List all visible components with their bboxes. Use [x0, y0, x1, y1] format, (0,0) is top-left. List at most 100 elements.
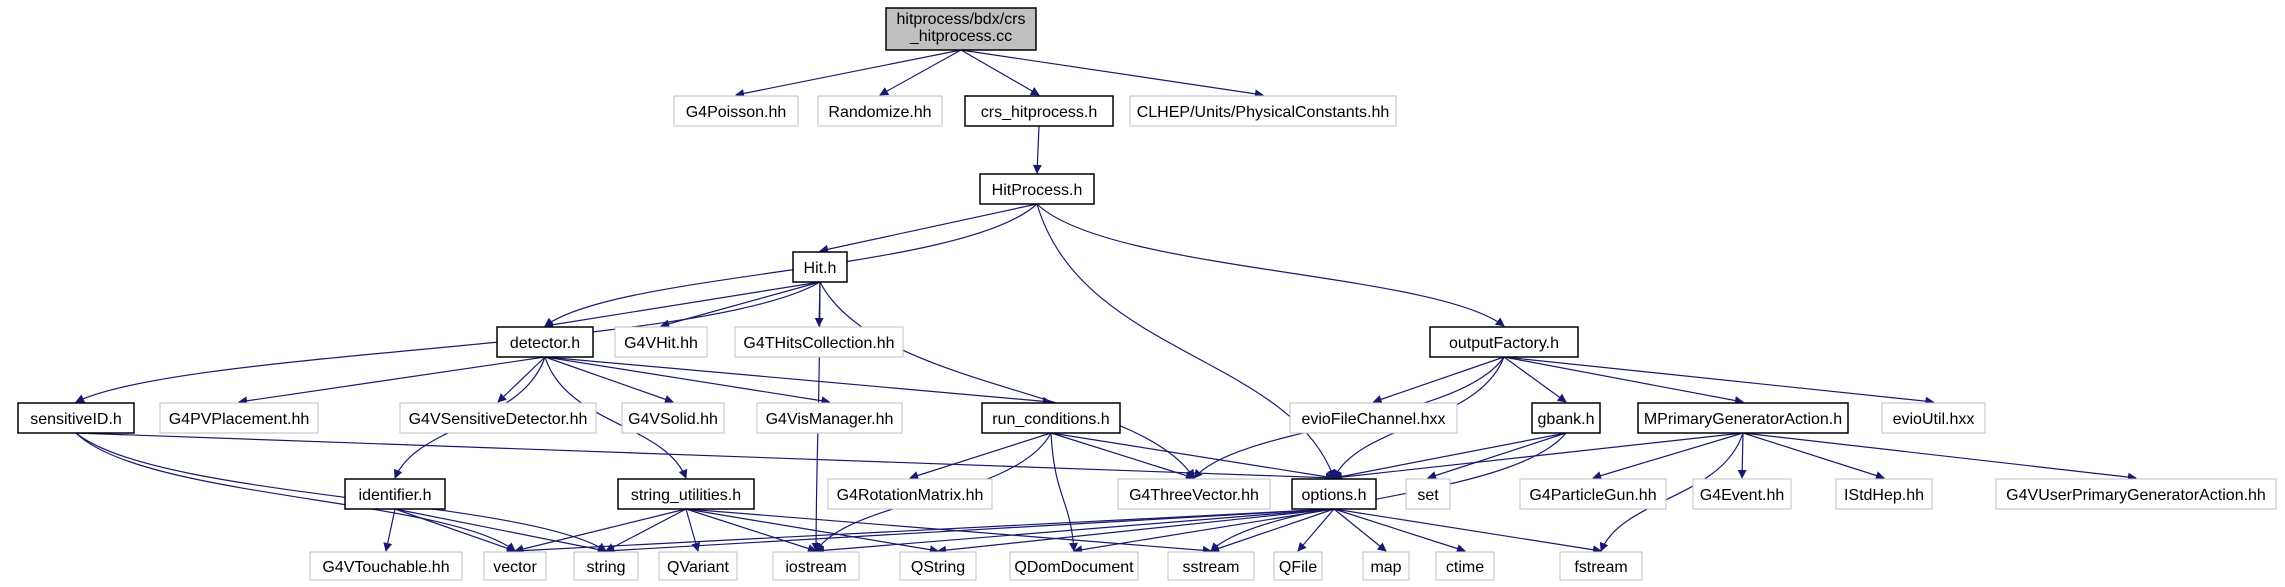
node-label-string_utilities_h: string_utilities.h [631, 487, 741, 504]
node-outputfactory_h[interactable]: outputFactory.h [1429, 326, 1579, 358]
edge-detector_h-to-g4pvplacement [238, 356, 546, 406]
node-label-root-line-1: hitprocess/bdx/crs [897, 11, 1026, 28]
node-detector_h[interactable]: detector.h [496, 326, 594, 358]
node-label-crs_hitprocess_h: crs_hitprocess.h [981, 104, 1098, 121]
node-hitprocess_h[interactable]: HitProcess.h [979, 173, 1095, 205]
node-vector: vector [483, 551, 547, 581]
node-g4vtouchable: G4VTouchable.hh [309, 551, 463, 581]
node-g4event: G4Event.hh [1692, 478, 1792, 510]
node-box-g4vismanager [756, 402, 903, 434]
node-box-qvariant [658, 551, 738, 581]
edge-outputfactory_h-to-mprimarygeneratoraction_h [1503, 356, 1744, 405]
edge-options_h-to-iostream [815, 508, 1335, 555]
node-qfile: QFile [1273, 551, 1323, 581]
node-identifier_h[interactable]: identifier.h [344, 478, 446, 510]
edge-options_h-to-string [605, 508, 1335, 556]
node-label-iostream: iostream [785, 559, 846, 576]
node-g4particlegun: G4ParticleGun.hh [1519, 478, 1667, 510]
node-run_conditions_h[interactable]: run_conditions.h [981, 402, 1121, 434]
node-string_utilities_h[interactable]: string_utilities.h [617, 478, 755, 510]
node-box-string_utilities_h [617, 478, 755, 510]
node-hit_h[interactable]: Hit.h [792, 251, 848, 283]
node-sensitiveid_h[interactable]: sensitiveID.h [17, 402, 135, 434]
node-box-g4pvplacement [159, 402, 319, 434]
edge-detector_h-to-g4vismanager [544, 356, 831, 406]
node-g4vsolid: G4VSolid.hh [621, 402, 725, 434]
edge-detector_h-to-string_utilities_h [544, 356, 688, 479]
edge-detector_h-to-g4vsolid [544, 356, 674, 404]
edge-sensitiveid_h-to-options_h [75, 432, 1335, 483]
node-evioutil: evioUtil.hxx [1881, 402, 1986, 434]
node-box-map [1362, 551, 1410, 581]
node-box-g4vhit [614, 326, 708, 358]
node-sstream: sstream [1167, 551, 1255, 581]
node-g4threevector: G4ThreeVector.hh [1117, 478, 1271, 510]
node-label-g4event: G4Event.hh [1700, 487, 1785, 504]
node-g4poisson: G4Poisson.hh [673, 95, 799, 127]
node-set: set [1405, 478, 1451, 510]
node-label-qfile: QFile [1279, 559, 1317, 576]
edge-identifier_h-to-string [394, 508, 607, 554]
node-box-evioutil [1881, 402, 1986, 434]
edge-root-to-crs_hitprocess_h [960, 49, 1040, 96]
node-qstring: QString [899, 551, 977, 581]
node-box-clhep_units [1129, 95, 1397, 127]
node-eviofilechannel: evioFileChannel.hxx [1289, 402, 1458, 434]
node-box-hitprocess_h [979, 173, 1095, 205]
node-options_h[interactable]: options.h [1291, 478, 1377, 510]
node-crs_hitprocess_h[interactable]: crs_hitprocess.h [964, 95, 1114, 127]
node-iostream: iostream [772, 551, 860, 581]
edge-options_h-to-vector [514, 508, 1335, 556]
node-box-qstring [899, 551, 977, 581]
node-box-options_h [1291, 478, 1377, 510]
edge-options_h-to-qfile [1297, 508, 1335, 552]
node-gbank_h[interactable]: gbank.h [1531, 402, 1601, 434]
edge-crs_hitprocess_h-to-hitprocess_h [1032, 125, 1042, 174]
edge-sensitiveid_h-to-vector [75, 432, 516, 552]
edge-identifier_h-to-g4vtouchable [383, 508, 396, 552]
edge-hitprocess_h-to-hit_h [819, 203, 1038, 254]
edge-hit_h-to-sensitiveid_h [75, 281, 821, 403]
node-box-g4vtouchable [309, 551, 463, 581]
node-box-qdomdocument [1009, 551, 1139, 581]
node-label-evioutil: evioUtil.hxx [1893, 411, 1975, 428]
node-label-hitprocess_h: HitProcess.h [992, 182, 1083, 199]
node-istdhep: IStdHep.hh [1835, 478, 1933, 510]
edge-hitprocess_h-to-outputfactory_h [1036, 203, 1505, 327]
node-box-gbank_h [1531, 402, 1601, 434]
edge-root-to-g4poisson [735, 49, 962, 98]
edge-sensitiveid_h-to-string [75, 432, 607, 552]
node-box-iostream [772, 551, 860, 581]
node-label-eviofilechannel: evioFileChannel.hxx [1301, 411, 1445, 428]
node-box-run_conditions_h [981, 402, 1121, 434]
node-label-ctime: ctime [1446, 559, 1484, 576]
edge-run_conditions_h-to-g4rotationmatrix [909, 432, 1052, 480]
node-mprimarygeneratoraction_h[interactable]: MPrimaryGeneratorAction.h [1637, 402, 1849, 434]
node-label-g4threevector: G4ThreeVector.hh [1129, 487, 1259, 504]
edge-hitprocess_h-to-options_h [1036, 203, 1336, 479]
edge-mprimarygeneratoraction_h-to-options_h [1333, 432, 1744, 482]
node-box-root [885, 7, 1037, 51]
node-map: map [1362, 551, 1410, 581]
edge-options_h-to-map [1333, 508, 1387, 552]
edge-mprimarygeneratoraction_h-to-g4particlegun [1592, 432, 1744, 480]
node-root[interactable]: hitprocess/bdx/crs_hitprocess.cc [885, 7, 1037, 51]
node-label-identifier_h: identifier.h [359, 487, 432, 504]
node-label-set: set [1417, 487, 1439, 504]
node-box-g4threevector [1117, 478, 1271, 510]
node-label-run_conditions_h: run_conditions.h [992, 411, 1109, 428]
node-label-sensitiveid_h: sensitiveID.h [30, 411, 122, 428]
node-label-qstring: QString [911, 559, 965, 576]
node-box-vector [483, 551, 547, 581]
nodes-layer: hitprocess/bdx/crs_hitprocess.ccG4Poisso… [17, 7, 2277, 581]
node-box-g4particlegun [1519, 478, 1667, 510]
node-label-root-line-2: _hitprocess.cc [909, 28, 1012, 45]
edge-string_utilities_h-to-qvariant [685, 508, 701, 552]
edge-mprimarygeneratoraction_h-to-fstream [1599, 432, 1744, 552]
edge-detector_h-to-g4vsensitivedetector [497, 356, 546, 403]
edge-detector_h-to-run_conditions_h [544, 356, 1052, 406]
node-box-string [573, 551, 639, 581]
node-g4rotationmatrix: G4RotationMatrix.hh [827, 478, 993, 510]
node-box-g4thitscollection [734, 326, 904, 358]
